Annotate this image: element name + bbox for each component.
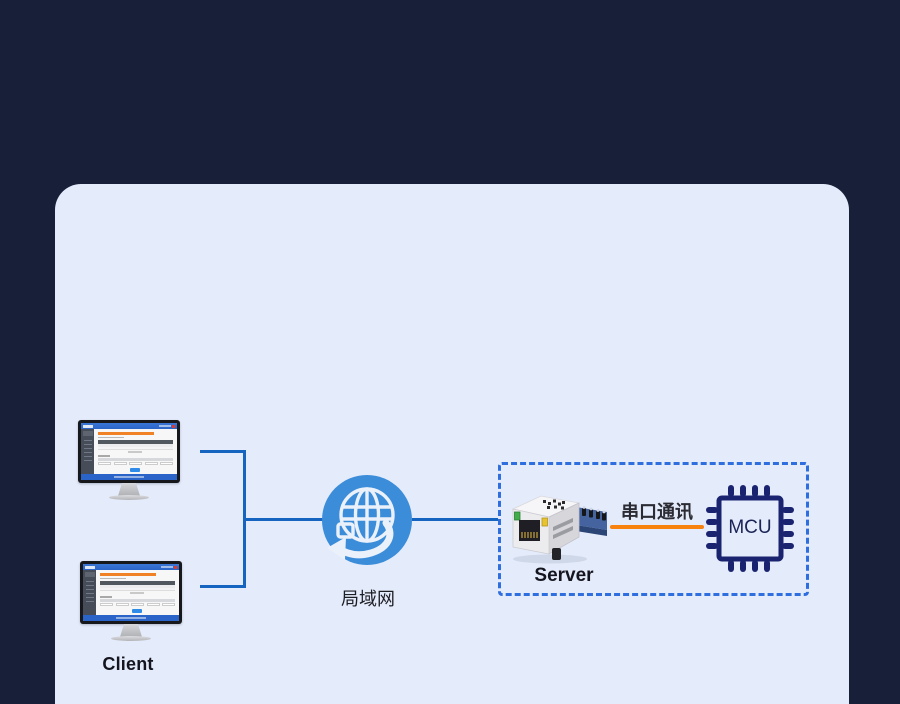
screen-section-label (100, 596, 112, 598)
screen-table-row (100, 584, 175, 588)
monitor-base (109, 495, 149, 500)
connector-bracket-to-lan-line (243, 518, 325, 521)
screen-sidebar-item (85, 601, 94, 602)
screen-footer-text (114, 476, 144, 478)
connector-client1-line (200, 450, 246, 453)
screen-footer-bar (83, 615, 179, 621)
screen-logo (83, 424, 93, 428)
screen-sidebar-item (85, 581, 94, 582)
screen-content (96, 570, 179, 615)
monitor-base (111, 636, 151, 641)
screen-header-bar (83, 564, 179, 570)
screen-subtitle (100, 578, 126, 580)
screen-field (115, 602, 129, 606)
screen-field (98, 461, 111, 465)
screen-sidebar-item (83, 460, 92, 461)
screen-submit-button (132, 608, 142, 613)
screen-submit-button (130, 467, 140, 472)
screen-table-header (98, 440, 173, 444)
screen-table-row (100, 587, 175, 591)
screen-logout-chip (174, 565, 177, 569)
screen-sidebar-selected (82, 431, 93, 436)
client-monitor-2 (80, 561, 182, 643)
server-label: Server (534, 565, 594, 586)
diagram-panel (55, 184, 849, 704)
connector-lan-to-server-line (412, 518, 498, 521)
screen-table-header (100, 581, 175, 585)
screen-sidebar (81, 429, 94, 474)
screen-sidebar-item (83, 456, 92, 457)
screen-center-text (130, 592, 144, 594)
screen-field (146, 602, 160, 606)
screen-sidebar-item (83, 452, 92, 453)
mcu-chip-icon (706, 485, 794, 572)
connector-client2-line (200, 585, 246, 588)
screen-title-bar (98, 432, 154, 435)
monitor-stand (118, 483, 140, 496)
screen-table-row (98, 443, 173, 447)
screen-field (160, 461, 173, 465)
screen-field (113, 461, 127, 465)
screen-field (162, 602, 175, 606)
client-monitor-1 (78, 420, 180, 502)
screen-field (144, 461, 158, 465)
screen-logout-chip (172, 424, 175, 428)
screen-user-text (161, 566, 173, 568)
screen-field (129, 461, 142, 465)
screen-title-bar (100, 573, 156, 576)
screen-header-bar (81, 423, 177, 429)
screen-footer-text (116, 617, 146, 619)
monitor-screen (83, 564, 179, 621)
lan-label: 局域网 (341, 589, 395, 609)
screen-sidebar-item (85, 589, 94, 590)
screen-sidebar-item (83, 440, 92, 441)
screen-sidebar-item (83, 448, 92, 449)
screen-content (94, 429, 177, 474)
globe-network-icon (322, 475, 412, 565)
screen-field (100, 602, 113, 606)
screen-user-text (159, 425, 171, 427)
screen-sidebar-item (85, 593, 94, 594)
monitor-bezel (78, 420, 180, 483)
monitor-stand (120, 624, 142, 637)
screen-subtitle (98, 437, 124, 439)
monitor-bezel (80, 561, 182, 624)
screen-footer-bar (81, 474, 177, 480)
screen-sidebar-item (85, 585, 94, 586)
screen-field (131, 602, 144, 606)
screen-table2-header (98, 458, 173, 461)
mcu-label: MCU (728, 517, 772, 538)
serial-link-line (610, 525, 704, 529)
screen-sidebar (83, 570, 96, 615)
screen-sidebar-item (85, 597, 94, 598)
client-label: Client (102, 654, 154, 674)
screen-logo (85, 565, 95, 569)
screen-section-label (98, 455, 110, 457)
serial-link-label: 串口通讯 (621, 502, 693, 522)
screen-sidebar-item (83, 444, 92, 445)
monitor-screen (81, 423, 177, 480)
screen-table2-header (100, 599, 175, 602)
screen-sidebar-selected (84, 572, 95, 577)
server-group-box (498, 462, 809, 596)
screen-table-row (98, 446, 173, 450)
ethernet-module-icon (511, 495, 607, 564)
screen-center-text (128, 451, 142, 453)
